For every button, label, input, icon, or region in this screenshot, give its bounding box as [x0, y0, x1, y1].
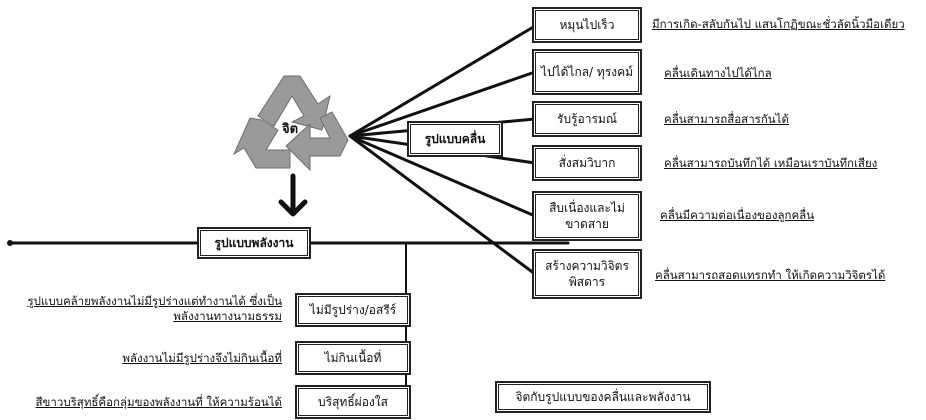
wave-item-box: รับรู้อารมณ์ [535, 104, 639, 134]
wave-item-box: สั่งสมวิบาก [535, 148, 639, 178]
wave-item-note: คลื่นเดินทางไปได้ไกล [664, 66, 772, 80]
down-arrow-icon [278, 173, 308, 217]
wave-item-note: มีการเกิด-สลับกันไป แสนโกฏิขณะชั่วลัดนิ้… [652, 17, 905, 31]
wave-item-note: คลื่นสามารถสอดแทรกทำ ให้เกิดความวิจิตรได… [655, 268, 886, 282]
energy-item-note: สีขาวบริสุทธิ์คือกลุ่มของพลังงานที่ ให้ค… [35, 395, 282, 409]
wave-title-box: รูปแบบคลื่น [410, 124, 500, 154]
energy-item-box: ไม่มีรูปร่าง/อสรีร์ [298, 296, 408, 324]
wave-item-note: คลื่นสามารถบันทึกได้ เหมือนเราบันทึกเสีย… [664, 156, 878, 170]
wave-item-note: คลื่นมีความต่อเนื่องของลูกคลื่น [660, 208, 815, 222]
energy-item-note: พลังงานไม่มีรูปร่างจึงไม่กินเนื้อที่ [122, 351, 282, 365]
energy-item-box: ไม่กินเนื้อที่ [298, 344, 408, 372]
energy-item-note: รูปแบบคล้ายพลังงานไม่มีรูปร่างแต่ทำงานได… [27, 294, 282, 323]
energy-title-box: รูปแบบพลังงาน [200, 230, 308, 256]
wave-item-box: สืบเนื่องและไม่ขาดสาย [535, 194, 639, 238]
diagram-caption: จิตกับรูปแบบของคลื่นและพลังงาน [498, 384, 708, 410]
wave-item-note: คลื่นสามารถสื่อสารกันได้ [664, 112, 789, 126]
wave-item-box: ไปได้ไกล/ ทุรงคม์ [535, 52, 639, 92]
energy-item-box: บริสุทธิ์ผ่องใส [298, 388, 408, 416]
center-label: จิต [282, 122, 299, 137]
recycle-icon [232, 75, 349, 172]
wave-item-box: หมุนไปเร็ว [535, 10, 639, 40]
wave-item-box: สร้างความวิจิตร พิสดาร [535, 252, 639, 296]
energy-line-end-dot [7, 240, 13, 246]
